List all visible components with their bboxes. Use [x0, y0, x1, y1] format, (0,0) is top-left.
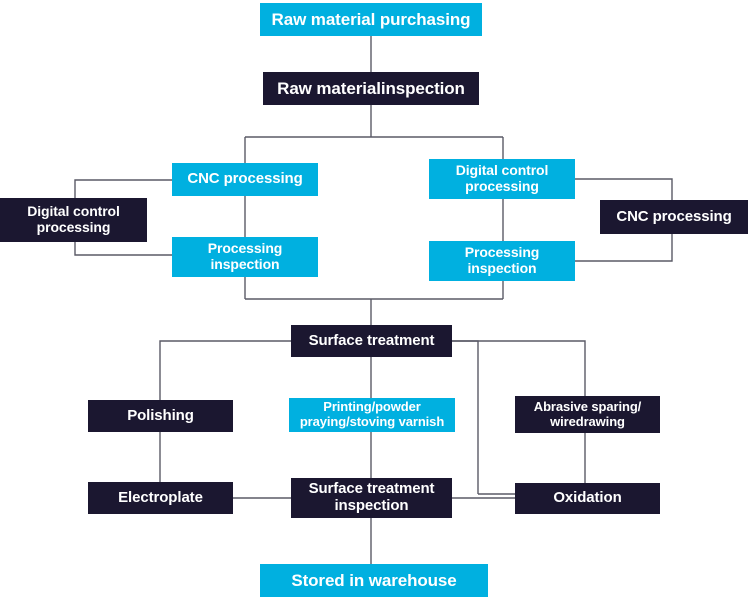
- node-label-line-1: Digital control: [27, 203, 120, 220]
- node-label-line-1: Raw material purchasing: [271, 9, 471, 29]
- node-label-cnc-processing-right: CNC processing: [616, 207, 732, 226]
- node-label-abrasive-sparing: Abrasive sparing/wiredrawing: [533, 398, 642, 429]
- node-label-line-2: processing: [36, 219, 111, 235]
- connector-cnc-right-to-inspection-right: [575, 234, 673, 262]
- node-stored-in-warehouse[interactable]: Stored in warehouse: [260, 564, 488, 597]
- node-label-line-1: Oxidation: [553, 489, 622, 507]
- connector-surface-to-right-bus-inner: [452, 340, 479, 494]
- node-abrasive-sparing[interactable]: Abrasive sparing/wiredrawing: [515, 396, 660, 433]
- node-label-line-1: Abrasive sparing/: [533, 398, 642, 414]
- node-label-raw-material-inspection: Raw materialinspection: [277, 79, 465, 98]
- connector-digital-right-to-cnc-right: [575, 178, 673, 200]
- node-label-line-1: Stored in warehouse: [291, 570, 457, 590]
- node-label-line-1: Processing: [464, 244, 540, 261]
- node-label-line-1: Polishing: [127, 406, 194, 424]
- node-label-oxidation: Oxidation: [553, 489, 622, 507]
- node-polishing[interactable]: Polishing: [88, 400, 233, 432]
- node-label-line-1: Printing/powder: [323, 399, 421, 415]
- node-label-line-1: CNC processing: [616, 207, 732, 225]
- node-label-polishing: Polishing: [127, 406, 194, 425]
- node-label-line-2: inspection: [334, 497, 409, 514]
- node-label-line-1: Digital control: [455, 162, 549, 179]
- node-label-raw-material-purchasing: Raw material purchasing: [272, 10, 471, 29]
- node-cnc-processing-right[interactable]: CNC processing: [600, 200, 748, 234]
- node-label-electroplate: Electroplate: [118, 488, 203, 507]
- connector-surface-to-left-bus: [159, 340, 291, 400]
- node-cnc-processing-left[interactable]: CNC processing: [172, 163, 318, 196]
- node-label-line-1: CNC processing: [187, 170, 303, 188]
- node-label-cnc-processing-left: CNC processing: [187, 170, 303, 188]
- node-label-stored-in-warehouse: Stored in warehouse: [291, 571, 456, 590]
- node-label-line-2: inspection: [210, 256, 280, 272]
- node-electroplate[interactable]: Electroplate: [88, 482, 233, 514]
- node-label-line-2: praying/stoving varnish: [299, 414, 445, 429]
- node-label-line-1: Surface treatment: [308, 331, 435, 349]
- node-label-line-1: Raw materialinspection: [277, 78, 465, 98]
- node-label-surface-treatment: Surface treatment: [308, 331, 435, 350]
- node-label-line-1: Processing: [207, 240, 283, 257]
- node-surface-treatment[interactable]: Surface treatment: [291, 325, 452, 357]
- connector-surface-to-abrasive: [452, 340, 586, 396]
- node-raw-material-inspection[interactable]: Raw materialinspection: [263, 72, 479, 105]
- node-label-line-2: wiredrawing: [550, 413, 625, 429]
- node-raw-material-purchasing[interactable]: Raw material purchasing: [260, 3, 482, 36]
- node-label-line-2: processing: [465, 178, 539, 194]
- node-label-line-2: inspection: [467, 260, 537, 276]
- node-label-line-1: Electroplate: [118, 488, 203, 506]
- node-oxidation[interactable]: Oxidation: [515, 483, 660, 514]
- node-label-line-1: Surface treatment: [308, 480, 435, 498]
